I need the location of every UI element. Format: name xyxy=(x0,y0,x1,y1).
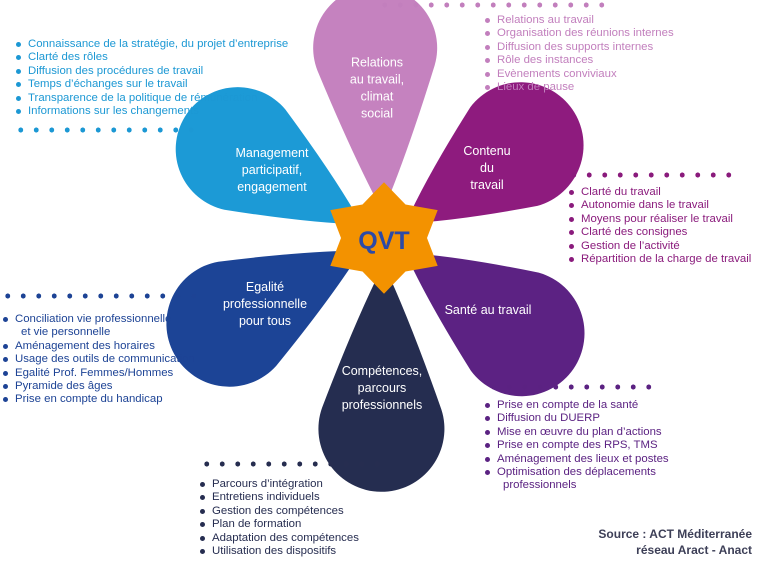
egalite-item: Conciliation vie professionnelle xyxy=(2,313,195,326)
petal-label-line: au travail, xyxy=(350,73,404,87)
petal-label-management: Management participatif, engagement xyxy=(236,146,309,194)
egalite-item: Aménagement des horaires xyxy=(2,340,195,353)
management-item: Informations sur les changements xyxy=(15,105,288,118)
competences-item: Utilisation des dispositifs xyxy=(199,545,359,558)
source-line-2: réseau Aract - Anact xyxy=(636,543,752,557)
sante-item: Mise en œuvre du plan d’actions xyxy=(484,426,669,439)
petal-label-contenu: Contenu du travail xyxy=(463,144,510,192)
management-item: Diffusion des procédures de travail xyxy=(15,65,288,78)
relations-item: Lieux de pause xyxy=(484,81,674,94)
petal-sante xyxy=(405,252,585,397)
egalite-list: Conciliation vie professionnelle et vie … xyxy=(2,313,195,407)
sante-item: Prise en compte de la santé xyxy=(484,399,669,412)
contenu-item: Moyens pour réaliser le travail xyxy=(568,213,751,226)
contenu-item: Clarté du travail xyxy=(568,186,751,199)
competences-dotted-line xyxy=(199,461,389,467)
petal-label-line: Relations xyxy=(351,56,403,70)
petal-label-line: Santé au travail xyxy=(445,303,532,317)
competences-item: Parcours d’intégration xyxy=(199,478,359,491)
relations-item: Relations au travail xyxy=(484,14,674,27)
management-dotted-line xyxy=(13,127,203,133)
competences-item: Adaptation des compétences xyxy=(199,532,359,545)
egalite-item: Usage des outils de communication xyxy=(2,353,195,366)
competences-item: Plan de formation xyxy=(199,518,359,531)
contenu-item: Gestion de l’activité xyxy=(568,240,751,253)
egalite-item: et vie personnelle xyxy=(2,326,195,339)
petal-label-relations: Relations au travail, climat social xyxy=(350,56,404,121)
petal-label-line: du xyxy=(480,161,494,175)
contenu-list: Clarté du travail Autonomie dans le trav… xyxy=(568,186,751,266)
egalite-item-continued: et vie personnelle xyxy=(21,326,111,339)
relations-list: Relations au travail Organisation des ré… xyxy=(484,14,674,94)
contenu-item: Autonomie dans le travail xyxy=(568,199,751,212)
egalite-dotted-line xyxy=(0,293,200,299)
contenu-dotted-line xyxy=(566,172,741,178)
management-item: Transparence de la politique de rémunéra… xyxy=(15,92,288,105)
relations-item: Organisation des réunions internes xyxy=(484,27,674,40)
source-credit: Source : ACT Méditerranée réseau Aract -… xyxy=(598,526,752,558)
relations-item: Evènements conviviaux xyxy=(484,68,674,81)
petal-label-line: Compétences, xyxy=(342,364,423,378)
sante-list: Prise en compte de la santé Diffusion du… xyxy=(484,399,669,493)
petal-label-line: parcours xyxy=(358,381,407,395)
petal-label-egalite: Egalité professionnelle pour tous xyxy=(223,280,307,328)
management-item: Temps d’échanges sur le travail xyxy=(15,78,288,91)
sante-item: Optimisation des déplacements xyxy=(484,466,669,479)
petal-egalite xyxy=(166,250,362,387)
egalite-item: Egalité Prof. Femmes/Hommes xyxy=(2,367,195,380)
petal-label-line: travail xyxy=(470,178,503,192)
petal-competences xyxy=(318,264,445,492)
competences-list: Parcours d’intégration Entretiens indivi… xyxy=(199,478,359,558)
management-item: Connaissance de la stratégie, du projet … xyxy=(15,38,288,51)
source-line-1: Source : ACT Méditerranée xyxy=(598,527,752,541)
sante-item: professionnels xyxy=(484,479,669,492)
sante-item: Aménagement des lieux et postes xyxy=(484,453,669,466)
qvt-center-label: QVT xyxy=(358,227,409,255)
petal-label-competences: Compétences, parcours professionnels xyxy=(342,364,423,412)
contenu-item: Clarté des consignes xyxy=(568,226,751,239)
petal-management xyxy=(175,87,362,225)
petal-label-line: engagement xyxy=(237,180,307,194)
petal-label-line: professionnels xyxy=(342,398,423,412)
sante-dotted-line xyxy=(486,384,661,390)
relations-item: Rôle des instances xyxy=(484,54,674,67)
contenu-item: Répartition de la charge de travail xyxy=(568,253,751,266)
petal-label-line: pour tous xyxy=(239,314,291,328)
sante-item: Prise en compte des RPS, TMS xyxy=(484,439,669,452)
management-list: Connaissance de la stratégie, du projet … xyxy=(15,38,288,118)
egalite-item: Pyramide des âges xyxy=(2,380,195,393)
petal-label-line: participatif, xyxy=(242,163,302,177)
petal-label-sante: Santé au travail xyxy=(445,303,532,317)
sante-item: Diffusion du DUERP xyxy=(484,412,669,425)
qvt-center-star xyxy=(330,182,438,294)
management-item: Clarté des rôles xyxy=(15,51,288,64)
petal-label-line: Egalité xyxy=(246,280,284,294)
petal-label-line: Contenu xyxy=(463,144,510,158)
competences-item: Entretiens individuels xyxy=(199,491,359,504)
relations-dotted-line xyxy=(377,2,613,8)
petal-label-line: social xyxy=(361,107,393,121)
petal-label-line: climat xyxy=(361,90,394,104)
competences-item: Gestion des compétences xyxy=(199,505,359,518)
petal-label-line: Management xyxy=(236,146,309,160)
petal-contenu xyxy=(405,82,584,224)
egalite-item: Prise en compte du handicap xyxy=(2,393,195,406)
petal-relations xyxy=(313,0,438,212)
petal-label-line: professionnelle xyxy=(223,297,307,311)
sante-item-continued: professionnels xyxy=(503,479,577,492)
relations-item: Diffusion des supports internes xyxy=(484,41,674,54)
